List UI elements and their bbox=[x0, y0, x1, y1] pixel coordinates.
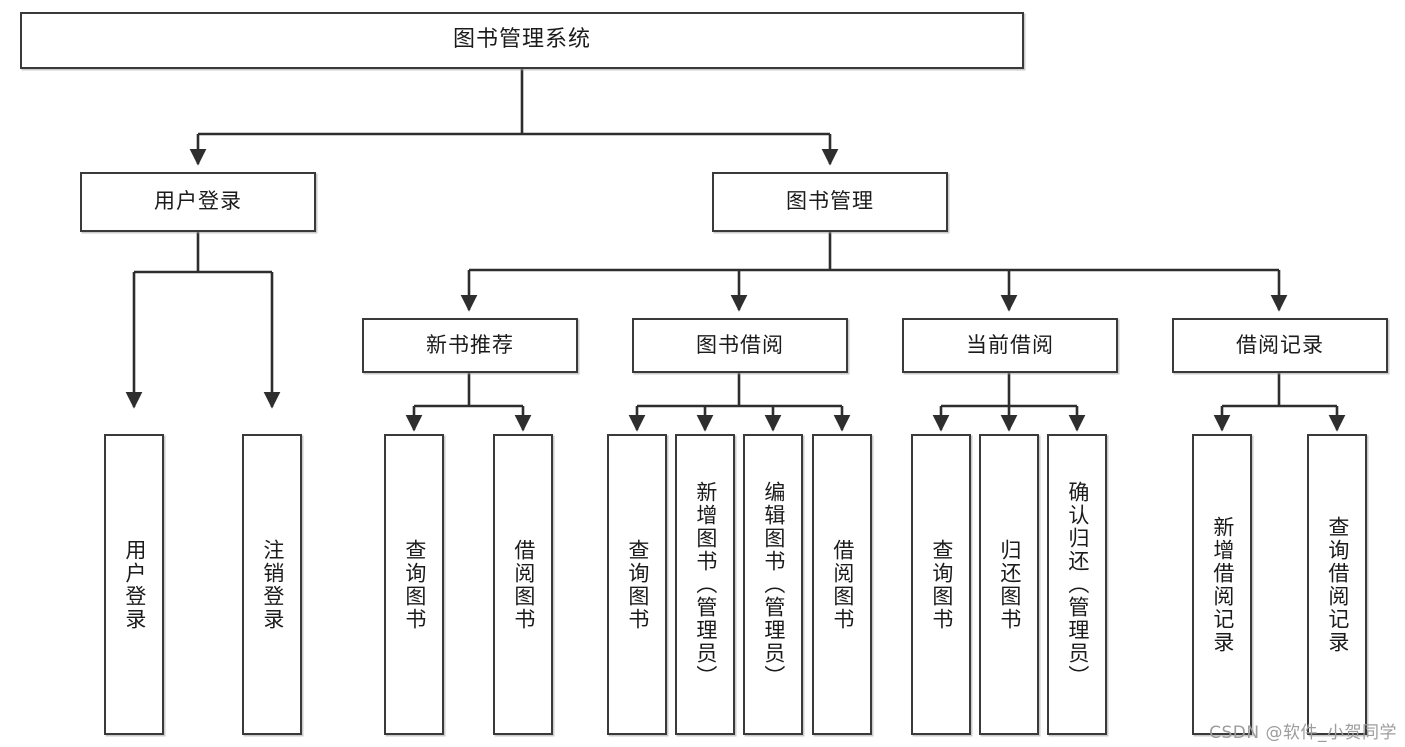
node-leaf-query-book-2-label: 查询图书 bbox=[625, 538, 650, 631]
node-leaf-edit-book-label: 编辑图书（管理员） bbox=[761, 481, 786, 688]
node-leaf-query-record-label: 查询借阅记录 bbox=[1325, 515, 1350, 654]
node-leaf-user-login-label: 用户登录 bbox=[122, 538, 147, 631]
node-leaf-borrow-book-2-label: 借阅图书 bbox=[830, 538, 855, 631]
node-book-management[interactable]: 图书管理 bbox=[712, 172, 948, 232]
node-leaf-logout-login[interactable]: 注销登录 bbox=[242, 434, 302, 735]
node-book-management-label: 图书管理 bbox=[786, 189, 874, 214]
node-leaf-logout-login-label: 注销登录 bbox=[260, 538, 285, 631]
node-leaf-query-book-3-label: 查询图书 bbox=[929, 538, 954, 631]
node-current-borrow-label: 当前借阅 bbox=[966, 332, 1054, 357]
node-user-login-label: 用户登录 bbox=[154, 189, 242, 214]
node-leaf-query-record[interactable]: 查询借阅记录 bbox=[1307, 434, 1367, 735]
node-leaf-query-book-2[interactable]: 查询图书 bbox=[607, 434, 667, 735]
node-leaf-confirm-return[interactable]: 确认归还（管理员） bbox=[1047, 434, 1107, 735]
node-leaf-return-book-label: 归还图书 bbox=[997, 538, 1022, 631]
node-leaf-borrow-book-2[interactable]: 借阅图书 bbox=[812, 434, 872, 735]
node-leaf-add-record[interactable]: 新增借阅记录 bbox=[1192, 434, 1252, 735]
node-leaf-borrow-book-1-label: 借阅图书 bbox=[511, 538, 536, 631]
node-leaf-return-book[interactable]: 归还图书 bbox=[979, 434, 1039, 735]
node-leaf-user-login[interactable]: 用户登录 bbox=[104, 434, 164, 735]
node-leaf-query-book-3[interactable]: 查询图书 bbox=[911, 434, 971, 735]
node-leaf-edit-book[interactable]: 编辑图书（管理员） bbox=[743, 434, 803, 735]
node-new-book-recommend-label: 新书推荐 bbox=[426, 332, 514, 357]
node-current-borrow[interactable]: 当前借阅 bbox=[902, 318, 1118, 373]
node-leaf-add-record-label: 新增借阅记录 bbox=[1210, 515, 1235, 654]
node-new-book-recommend[interactable]: 新书推荐 bbox=[362, 318, 578, 373]
node-borrow-record[interactable]: 借阅记录 bbox=[1172, 318, 1388, 373]
node-root-label: 图书管理系统 bbox=[452, 27, 591, 53]
node-book-borrow-label: 图书借阅 bbox=[696, 332, 784, 357]
node-root-book-management-system[interactable]: 图书管理系统 bbox=[20, 12, 1024, 69]
node-book-borrow[interactable]: 图书借阅 bbox=[632, 318, 848, 373]
node-leaf-borrow-book-1[interactable]: 借阅图书 bbox=[493, 434, 553, 735]
node-user-login[interactable]: 用户登录 bbox=[80, 172, 316, 232]
node-leaf-confirm-return-label: 确认归还（管理员） bbox=[1065, 481, 1090, 688]
node-leaf-add-book[interactable]: 新增图书（管理员） bbox=[675, 434, 735, 735]
node-borrow-record-label: 借阅记录 bbox=[1236, 332, 1324, 357]
node-leaf-add-book-label: 新增图书（管理员） bbox=[693, 481, 718, 688]
node-leaf-query-book-1-label: 查询图书 bbox=[402, 538, 427, 631]
node-leaf-query-book-1[interactable]: 查询图书 bbox=[384, 434, 444, 735]
watermark-text: CSDN @软件_小贺同学 bbox=[1209, 723, 1397, 743]
